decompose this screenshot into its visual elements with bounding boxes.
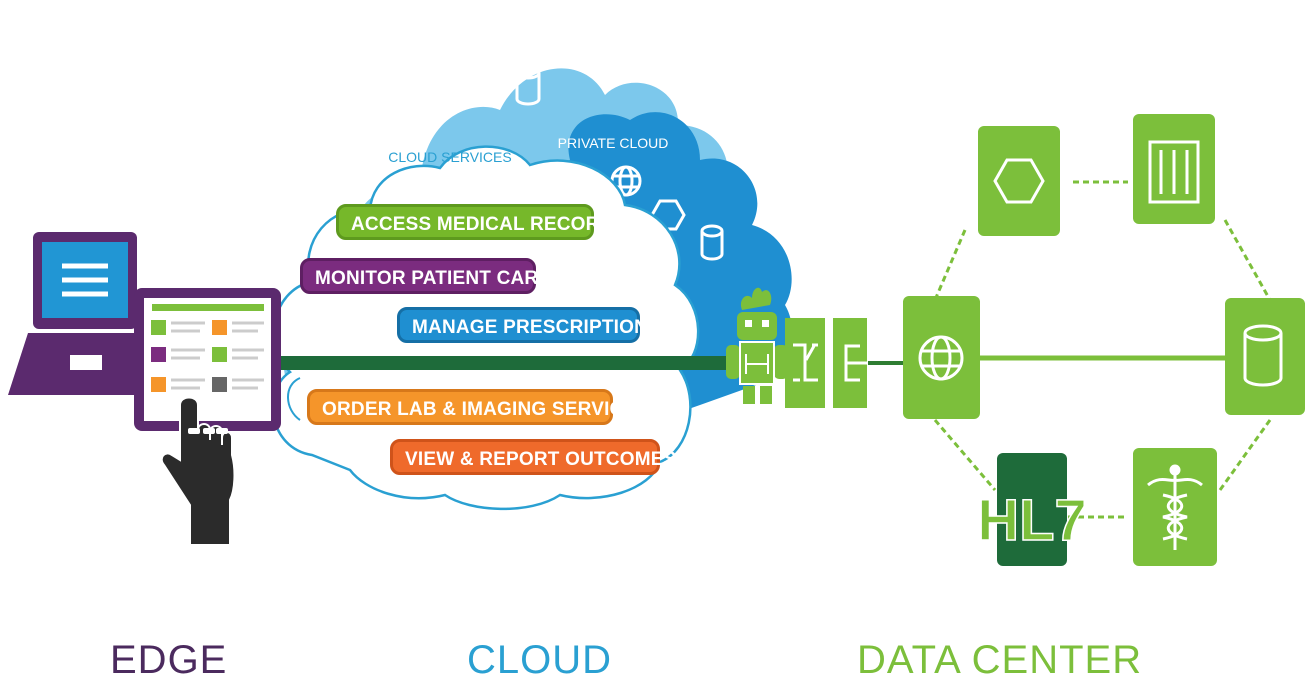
service-manage-prescriptions: MANAGE PRESCRIPTIONS [397, 307, 661, 343]
globe-icon [424, 68, 458, 102]
dc-node-database [1225, 298, 1305, 415]
caduceus-icon [1147, 464, 1203, 550]
hand-pointer-icon [160, 396, 236, 546]
cloud-services-label: CLOUD SERVICES [388, 149, 511, 165]
connector-icon [833, 318, 868, 408]
section-label-cloud: CLOUD [467, 638, 613, 682]
laptop-icon [8, 232, 148, 395]
datacenter-links [933, 180, 1272, 519]
section-label-data-center: DATA CENTER [857, 638, 1143, 682]
private-cloud-icons [610, 165, 724, 261]
private-cloud-label: PRIVATE CLOUD [558, 135, 669, 151]
dc-node-server [1133, 114, 1215, 224]
pipeline-bar [280, 356, 730, 370]
firewall-robot-icon [726, 287, 788, 404]
switch-icon [785, 318, 825, 408]
database-icon [515, 66, 541, 106]
service-view-report-outcomes: VIEW & REPORT OUTCOMES [390, 439, 676, 475]
hl7-logo: HL7 [977, 488, 1087, 553]
server-rack-icon [1148, 140, 1200, 204]
service-monitor-patient-care: MONITOR PATIENT CARE [300, 258, 551, 294]
dc-node-globe [903, 296, 980, 419]
public-cloud-icons [424, 66, 541, 106]
globe-icon [918, 335, 964, 381]
database-icon [1243, 324, 1283, 387]
service-order-lab-imaging: ORDER LAB & IMAGING SERVICES [307, 389, 649, 425]
service-access-medical-records: ACCESS MEDICAL RECORDS [336, 204, 626, 240]
hexagon-icon [993, 158, 1045, 204]
dc-node-hexagon [978, 126, 1060, 236]
dc-node-caduceus [1133, 448, 1217, 566]
database-icon [700, 224, 724, 261]
dc-node-hl7: HL7 [976, 453, 1088, 566]
public-cloud-label: PUBLIC CLOUD [435, 31, 538, 47]
tablet-icon [134, 288, 281, 431]
hexagon-icon [464, 69, 500, 101]
section-label-edge: EDGE [110, 638, 228, 682]
